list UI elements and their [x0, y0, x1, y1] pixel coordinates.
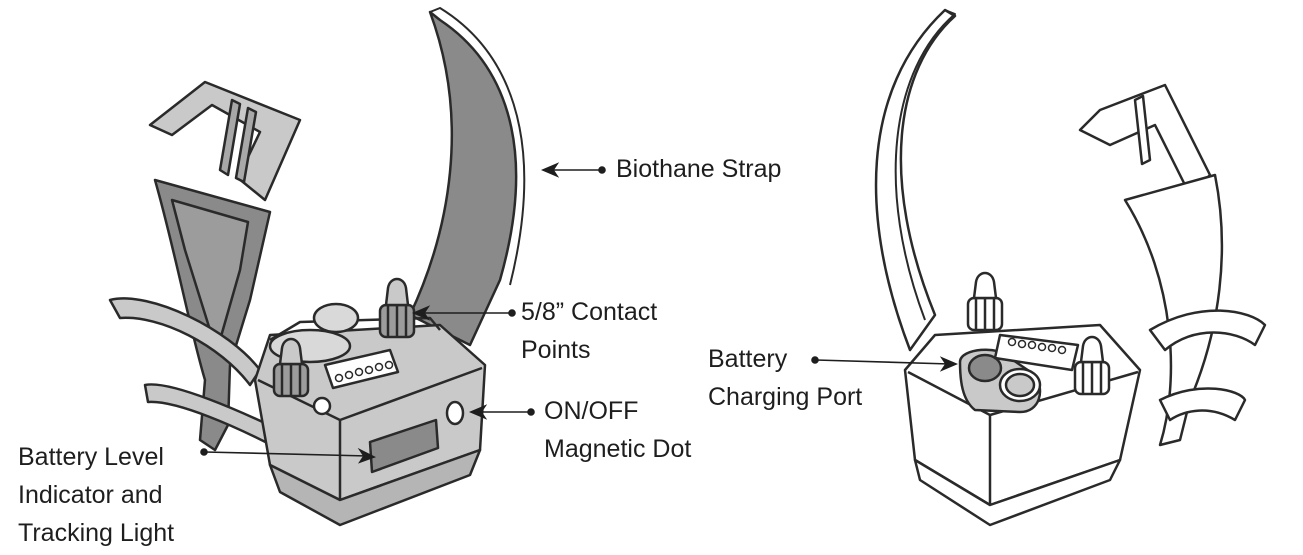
label-charging-port: Battery Charging Port: [708, 340, 862, 416]
label-on-off-line-1: ON/OFF: [544, 397, 639, 425]
left-screw: [312, 396, 332, 416]
left-buckle: [148, 80, 302, 202]
left-collar-receiver: [108, 7, 526, 527]
left-receiver-body: [253, 302, 487, 527]
label-on-off-line-2: Magnetic Dot: [544, 435, 692, 463]
label-contact-points-line-1: 5/8” Contact: [521, 298, 658, 326]
label-battery-level-line-1: Battery Level: [18, 443, 164, 471]
right-collar-receiver: [874, 8, 1267, 527]
left-model-plate: [323, 348, 400, 390]
label-contact-points-line-2: Points: [521, 336, 591, 364]
label-battery-level: Battery Level Indicator and Tracking Lig…: [18, 438, 174, 552]
right-model-plate: [993, 333, 1080, 372]
battery-charging-port: [958, 348, 1042, 414]
label-contact-points: 5/8” Contact Points: [521, 293, 657, 369]
on-off-magnetic-dot: [445, 400, 465, 426]
right-lower-strap: [1123, 173, 1224, 447]
left-contact-point-1: [378, 277, 416, 339]
label-on-off: ON/OFF Magnetic Dot: [544, 392, 691, 468]
right-strap: [874, 8, 957, 352]
label-battery-level-line-2: Indicator and: [18, 481, 163, 509]
label-charging-port-line-2: Charging Port: [708, 383, 863, 411]
label-biothane-strap-text: Biothane Strap: [616, 155, 782, 183]
left-contact-point-2: [272, 337, 310, 398]
right-buckle: [1078, 83, 1212, 197]
label-charging-port-line-1: Battery: [708, 345, 788, 373]
right-contact-point-1: [966, 271, 1004, 332]
callouts: [200, 162, 959, 464]
label-biothane-strap: Biothane Strap: [616, 150, 781, 188]
label-battery-level-line-3: Tracking Light: [18, 519, 175, 547]
right-contact-point-2: [1073, 335, 1111, 396]
biothane-strap: [408, 10, 518, 347]
battery-level-light: [368, 418, 440, 474]
